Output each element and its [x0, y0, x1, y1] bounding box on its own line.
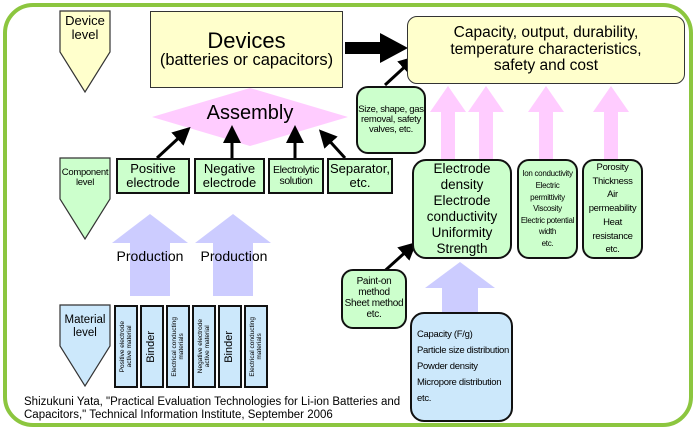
citation: Shizukuni Yata, "Practical Evaluation Te…	[24, 396, 400, 422]
component-line: etc.	[349, 175, 371, 190]
material-prop: Particle size distribution	[417, 344, 509, 356]
electrolyte-prop: Electric	[535, 181, 560, 191]
electrolyte-properties-box: Ion conductivity Electric permittivity V…	[517, 159, 578, 259]
electrode-prop: conductivity	[426, 209, 498, 224]
separator-to-assembly-arrow	[318, 129, 347, 160]
electrolyte-prop: Viscosity	[533, 204, 562, 214]
material-binder-1: Binder	[140, 305, 164, 388]
electrode-prop: Electrode	[433, 193, 491, 209]
material-line: Electrical conducting	[170, 316, 178, 377]
material-line: Positive electrode	[118, 320, 126, 373]
component-positive-electrode: Positive electrode	[116, 158, 190, 194]
material-line: active material	[126, 325, 133, 368]
component-line: Separator,	[330, 160, 390, 176]
component-level-label: Component level	[61, 167, 109, 189]
pink-arrow-3	[528, 86, 564, 160]
electrode-prop: Electrode density	[433, 161, 491, 193]
separator-properties-box: Porosity Thickness Air permeability Heat…	[582, 159, 643, 259]
production-arrow-1	[112, 214, 188, 296]
material-prop: Micropore distribution	[417, 377, 502, 389]
performance-line: temperature characteristics,	[450, 40, 642, 58]
material-line: Binder	[223, 330, 236, 363]
component-line: Electrolytic	[273, 163, 319, 176]
performance-line: Capacity, output, durability,	[453, 23, 639, 41]
material-line: Electrical conducting	[248, 316, 256, 377]
component-line: electrode	[126, 175, 180, 190]
production-label-2: Production	[200, 248, 268, 264]
material-conducting-2: Electrical conducting materials	[244, 305, 268, 388]
size-line: removal, safety	[361, 113, 421, 125]
material-level-marker	[59, 304, 111, 388]
material-level-label: Material level	[64, 314, 106, 339]
method-line: Paint-on	[356, 276, 392, 288]
electrolyte-prop: width	[538, 227, 557, 237]
component-line: solution	[279, 175, 313, 187]
electrolyte-prop: Ion conductivity	[522, 169, 573, 179]
performance-box: Capacity, output, durability, temperatur…	[407, 16, 685, 84]
separator-prop: Thickness	[592, 175, 633, 187]
separator-prop: Porosity	[596, 161, 629, 173]
component-level-marker	[59, 157, 111, 241]
devices-subtitle: (batteries or capacitors)	[159, 51, 334, 70]
device-level-marker	[59, 10, 111, 94]
electrolyte-prop: etc.	[541, 238, 554, 248]
size-shape-box: Size, shape, gas removal, safety valves,…	[356, 86, 426, 154]
component-electrolytic-solution: Electrolytic solution	[268, 158, 324, 194]
separator-prop: Air permeability	[588, 189, 637, 215]
electrolyte-prop: Electric potential	[520, 215, 575, 225]
size-to-performance-arrow	[383, 55, 417, 87]
devices-box: Devices (batteries or capacitors)	[150, 11, 343, 88]
method-box: Paint-on method Sheet method etc.	[341, 269, 407, 329]
size-line: valves, etc.	[369, 124, 413, 136]
method-line: method	[358, 287, 390, 299]
positive-to-assembly-arrow	[155, 126, 191, 160]
method-line: Sheet method	[344, 298, 404, 309]
component-line: electrode	[202, 175, 257, 190]
pink-arrow-2	[468, 86, 504, 160]
electrode-prop: Uniformity	[431, 224, 493, 240]
electrode-prop: Strength	[436, 240, 488, 256]
material-binder-2: Binder	[218, 305, 242, 388]
material-prop: Powder density	[417, 360, 478, 372]
material-line: active material	[204, 325, 211, 368]
separator-prop: etc.	[605, 244, 620, 256]
performance-line: safety and cost	[493, 57, 599, 75]
devices-to-performance-arrow	[345, 33, 408, 63]
material-to-electrode-arrow	[425, 262, 495, 312]
component-separator: Separator, etc.	[327, 158, 393, 194]
electrolyte-prop: permittivity	[530, 192, 565, 202]
material-line: Binder	[145, 330, 158, 363]
component-negative-electrode: Negative electrode	[194, 158, 265, 194]
material-conducting-1: Electrical conducting materials	[166, 305, 190, 388]
material-positive-active: Positive electrode active material	[114, 305, 138, 388]
separator-prop: Heat resistance	[592, 216, 633, 242]
citation-line: Shizukuni Yata, "Practical Evaluation Te…	[24, 396, 401, 408]
material-prop: etc.	[417, 393, 432, 405]
material-prop: Capacity (F/g)	[417, 328, 473, 340]
device-level-label: Device level	[65, 13, 105, 43]
material-line: materials	[256, 333, 263, 360]
material-negative-active: Negative electrode active material	[192, 305, 216, 388]
material-line: Negative electrode	[196, 319, 204, 374]
pink-arrow-1	[430, 86, 466, 160]
assembly-label: Assembly	[206, 102, 294, 124]
material-line: materials	[178, 333, 185, 360]
component-line: Negative	[203, 160, 256, 176]
production-label-1: Production	[116, 248, 184, 264]
production-arrow-2	[195, 214, 271, 296]
size-line: Size, shape, gas	[358, 103, 424, 115]
material-properties-box: Capacity (F/g) Particle size distributio…	[410, 312, 513, 422]
citation-line: Capacitors," Technical Information Insti…	[24, 408, 333, 421]
devices-title: Devices	[207, 27, 286, 53]
method-line: etc.	[366, 308, 382, 320]
diagram-frame	[3, 3, 693, 427]
pink-arrow-4	[593, 86, 629, 160]
component-line: Positive	[130, 160, 176, 176]
electrode-properties-box: Electrode density Electrode conductivity…	[412, 159, 512, 259]
